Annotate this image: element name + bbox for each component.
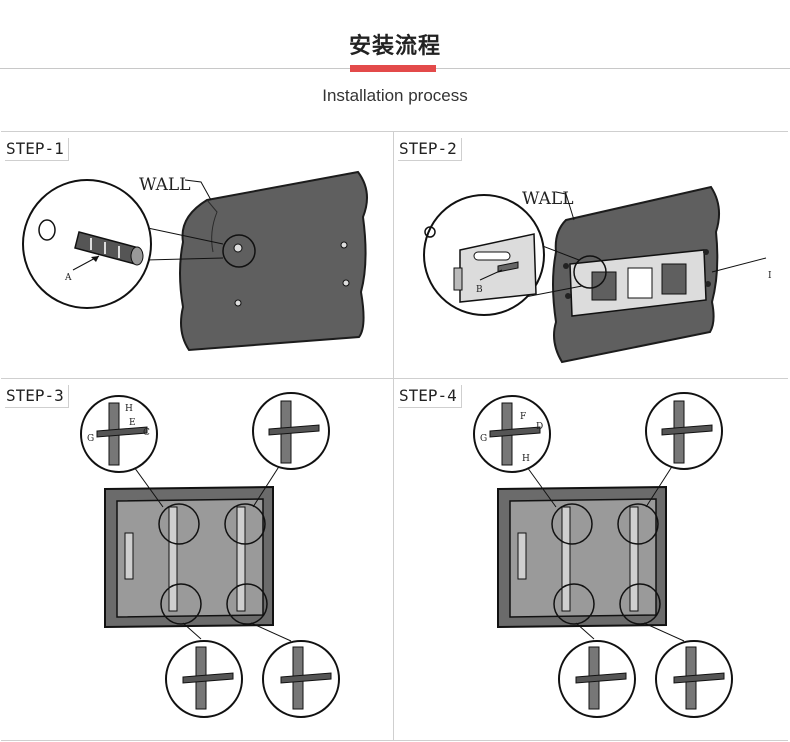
callout-g: G: [87, 434, 94, 444]
title-accent-bar: [350, 65, 436, 72]
focus-ring: [222, 234, 256, 268]
drill-hole-3: [342, 279, 350, 287]
step-4-illustration: H G F D: [473, 392, 733, 718]
focus-ring: [573, 255, 607, 289]
step-1-illustration: A WALL: [22, 170, 368, 352]
bracket-bolt-detail: [96, 400, 332, 710]
callout-a: A: [64, 273, 72, 283]
step-2-label: STEP-2: [398, 138, 462, 161]
focus-ring: [226, 583, 268, 625]
callout-c: C: [143, 428, 150, 438]
callout-g: G: [480, 434, 487, 444]
focus-ring: [160, 583, 202, 625]
focus-ring: [619, 583, 661, 625]
hole-detail: [38, 219, 56, 241]
wall-anchor-icon: [74, 231, 144, 266]
step-3-illustration: H G E C: [80, 392, 340, 718]
callout-f: F: [520, 412, 526, 422]
wall-label: WALL: [139, 175, 190, 195]
callout-d: D: [536, 422, 543, 432]
callout-i: I: [768, 271, 772, 281]
bracket-bolt-detail: [489, 400, 725, 710]
drill-hole-4: [234, 299, 242, 307]
focus-ring: [553, 583, 595, 625]
step-4-label: STEP-4: [398, 385, 462, 408]
callout-e: E: [129, 418, 136, 428]
drill-hole-2: [340, 241, 348, 249]
step-1-label: STEP-1: [5, 138, 69, 161]
focus-ring: [551, 503, 593, 545]
callout-b: B: [476, 285, 483, 295]
step-4-panel: STEP-4: [394, 379, 788, 740]
callout-h: H: [125, 404, 133, 414]
screw-icon: [497, 261, 519, 273]
step-3-panel: STEP-3: [1, 379, 394, 740]
page-title: 安装流程: [348, 34, 441, 59]
page-subtitle: Installation process: [322, 86, 468, 105]
steps-grid: STEP-1: [1, 131, 788, 741]
step-2-illustration: B I WALL: [423, 185, 772, 364]
step-3-label: STEP-3: [5, 385, 69, 408]
callout-h: H: [522, 454, 530, 464]
step-2-panel: STEP-2 B: [394, 132, 788, 379]
wall-edge: [206, 199, 218, 253]
focus-ring: [617, 503, 659, 545]
drill-hole-1: [233, 243, 243, 253]
step-1-panel: STEP-1: [1, 132, 394, 379]
wall-label: WALL: [522, 189, 573, 209]
wall-panel: [179, 170, 368, 352]
focus-ring: [158, 503, 200, 545]
focus-ring: [224, 503, 266, 545]
